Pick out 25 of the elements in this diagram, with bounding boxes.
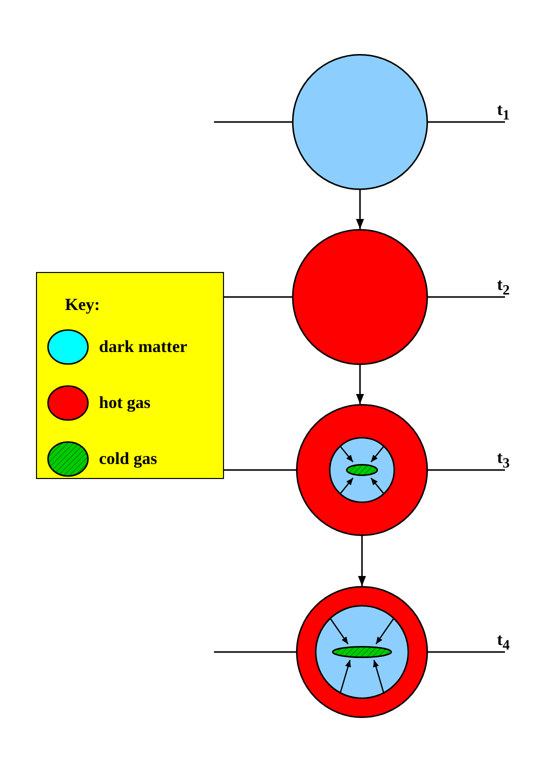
legend-label: dark matter [99, 337, 188, 357]
arrow [356, 190, 364, 229]
arrow [340, 446, 354, 462]
legend-title: Key: [65, 295, 100, 315]
time-label: t$_{2}$ [497, 275, 510, 300]
time-label: t$_{4}$ [497, 630, 510, 654]
time-label: t$_{3}$ [497, 448, 510, 472]
halo-circle [296, 404, 428, 536]
arrow [370, 446, 384, 462]
legend-label: cold gas [99, 449, 158, 469]
arrow [329, 618, 349, 644]
time-label: t$_{1}$ [497, 100, 510, 124]
halo-circle [329, 437, 395, 503]
legend-label: hot gas [99, 393, 150, 413]
arrow [356, 365, 364, 404]
halo-circle [292, 229, 428, 365]
arrow [375, 618, 395, 644]
arrow [370, 478, 384, 494]
arrow [339, 660, 351, 694]
arrow [340, 478, 354, 494]
arrow [373, 660, 385, 694]
arrow [358, 536, 366, 586]
halo-circle [292, 54, 428, 190]
halo-circle [296, 586, 428, 718]
halo-circle [315, 605, 409, 699]
